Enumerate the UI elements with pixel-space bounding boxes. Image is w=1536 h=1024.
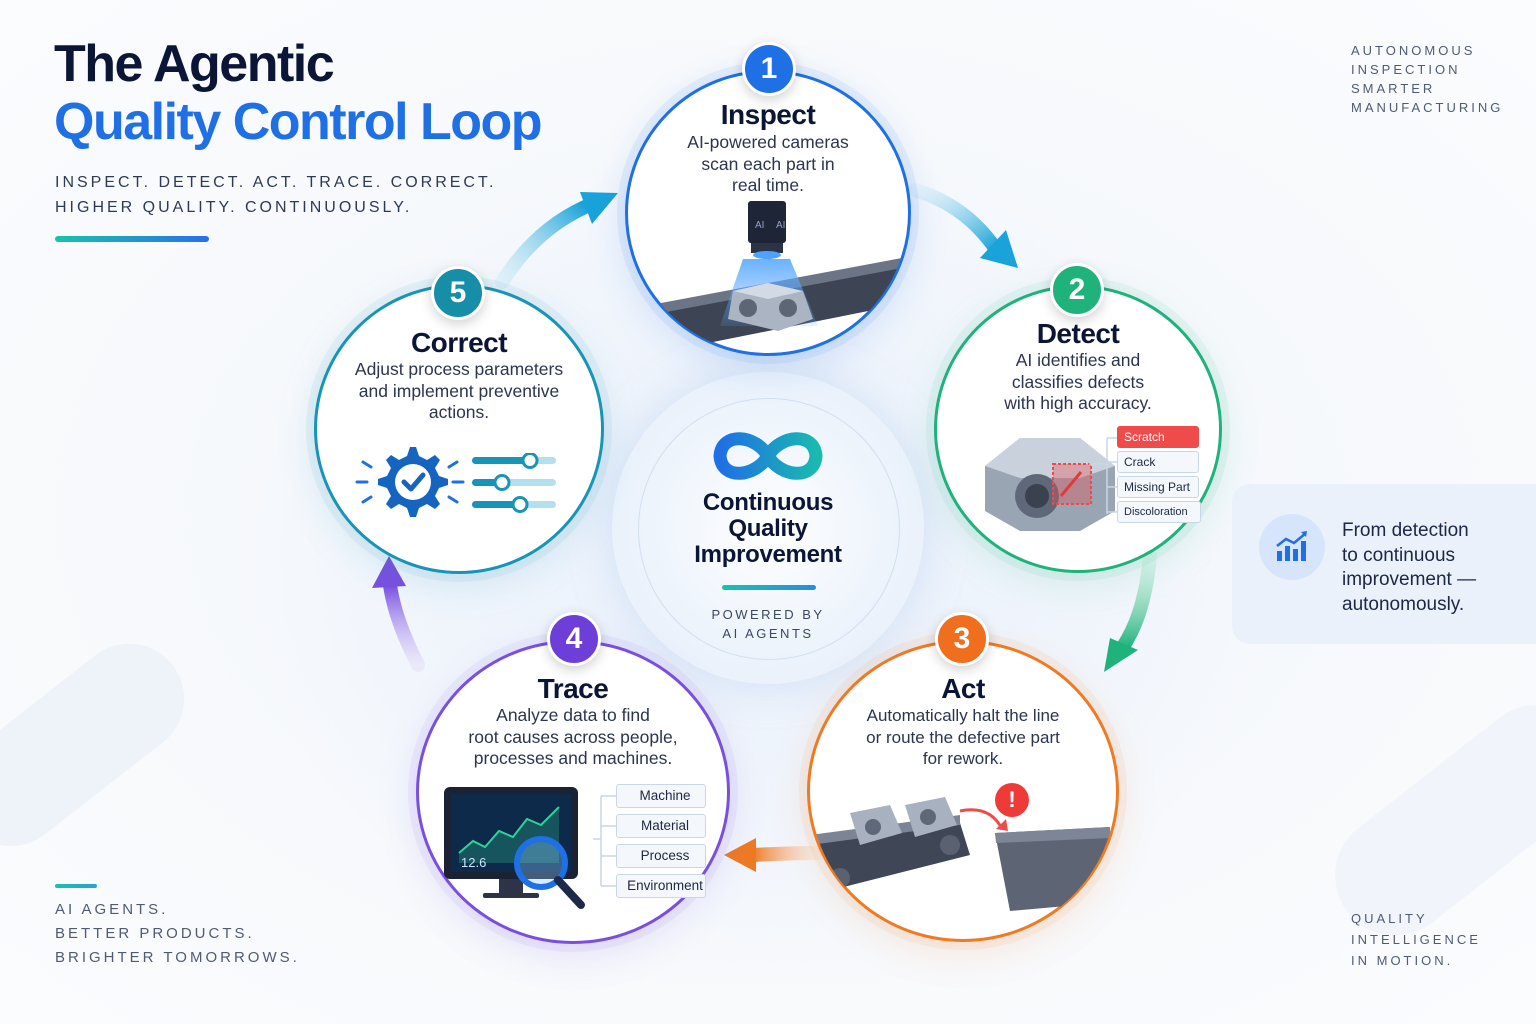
cause-connector-lines [593, 795, 619, 887]
cause-label-environment: Environment [616, 874, 706, 898]
defect-part-illustration [985, 438, 1115, 531]
step-title: Act [941, 673, 985, 704]
step-description: AI identifies and classifies defects wit… [937, 350, 1219, 415]
summary-line: From detection [1342, 520, 1469, 541]
top-right-caption: AUTONOMOUS INSPECTION SMARTER MANUFACTUR… [1351, 41, 1503, 117]
arrow-trace-to-correct [372, 556, 425, 672]
caption-line: INTELLIGENCE [1351, 932, 1481, 947]
title-accent-bar [55, 236, 209, 242]
caption-line: IN MOTION. [1351, 953, 1454, 968]
bottom-right-caption: QUALITY INTELLIGENCE IN MOTION. [1351, 908, 1481, 971]
desc-line: scan each part in [701, 153, 835, 174]
defect-label-crack: Crack [1117, 451, 1199, 473]
center-hub-ring [638, 398, 900, 660]
desc-line: classifies defects [1011, 371, 1145, 392]
step-description: AI-powered cameras scan each part in rea… [628, 132, 908, 197]
step-title: Inspect [720, 99, 816, 130]
camera-inspection-illustration [628, 201, 908, 354]
desc-line: for rework. [922, 749, 1004, 768]
step-title: Trace [537, 673, 609, 704]
step-description: Adjust process parameters and implement … [317, 359, 601, 424]
step-inspect: Inspect AI-powered cameras scan each par… [625, 70, 911, 356]
cause-label-material: Material [616, 814, 706, 838]
desc-line: Automatically halt the line [866, 706, 1060, 725]
desc-line: or route the defective part [866, 727, 1060, 747]
caption-line: QUALITY [1351, 911, 1428, 926]
step-number-badge: 4 [547, 612, 601, 666]
cause-label-machine: Machine [616, 784, 706, 808]
desc-line: AI identifies and [1015, 350, 1141, 370]
cause-label-process: Process [616, 844, 706, 868]
step-title: Correct [410, 327, 508, 358]
center-subtitle-line: POWERED BY [711, 607, 825, 622]
caption-line: MANUFACTURING [1351, 100, 1504, 115]
caption-line: AI AGENTS. [55, 901, 169, 918]
center-subtitle: POWERED BY AI AGENTS [640, 605, 896, 643]
step-detect: Detect AI identifies and classifies defe… [934, 285, 1222, 573]
tagline-line: INSPECT. DETECT. ACT. TRACE. CORRECT. [55, 174, 497, 191]
summary-line: autonomously. [1342, 593, 1465, 615]
center-title-line: Improvement [694, 541, 842, 568]
center-title-line: Continuous [702, 489, 834, 516]
monitor-value: 12.6 [461, 855, 487, 870]
step-number-badge: 3 [935, 612, 989, 666]
desc-line: root causes across people, [468, 726, 678, 747]
summary-line: to continuous [1342, 544, 1456, 566]
desc-line: Analyze data to find [496, 705, 650, 725]
step-act: Act Automatically halt the line or route… [807, 640, 1119, 942]
desc-line: actions. [428, 402, 490, 422]
bottom-left-accent-bar [55, 884, 97, 888]
summary-line: improvement — [1342, 569, 1477, 590]
step-correct: Correct Adjust process parameters and im… [314, 284, 604, 574]
desc-line: real time. [732, 175, 804, 195]
center-title-line: Quality [728, 515, 808, 542]
arrow-detect-to-act [1104, 548, 1157, 672]
center-accent-bar [722, 585, 816, 590]
arrow-inspect-to-detect [908, 183, 1018, 268]
sliders-icon [472, 453, 556, 513]
desc-line: Adjust process parameters [354, 359, 564, 379]
camera-label: AI [755, 220, 765, 231]
step-trace: Trace Analyze data to find root causes a… [416, 640, 730, 944]
tagline-line: HIGHER QUALITY. CONTINUOUSLY. [55, 199, 413, 216]
title-line-1: The Agentic [54, 35, 335, 93]
step-number-badge: 2 [1050, 263, 1104, 317]
gear-check-icon [355, 447, 465, 517]
desc-line: and implement preventive [358, 380, 560, 401]
caption-line: BRIGHTER TOMORROWS. [55, 949, 300, 966]
step-description: Automatically halt the line or route the… [810, 705, 1116, 770]
halt-and-reroute-illustration [810, 797, 1110, 911]
growth-chart-icon [1259, 514, 1325, 580]
infinity-icon [713, 432, 823, 480]
arrow-act-to-trace [724, 838, 827, 872]
caption-line: INSPECTION [1351, 62, 1461, 77]
defect-connector-lines [1089, 437, 1117, 514]
step-number-badge: 5 [431, 266, 485, 320]
tagline: INSPECT. DETECT. ACT. TRACE. CORRECT. HI… [55, 170, 496, 220]
defect-label-scratch: Scratch [1117, 426, 1199, 448]
step-title: Detect [1036, 318, 1120, 349]
desc-line: AI-powered cameras [687, 132, 849, 152]
title-line-2: Quality Control Loop [54, 93, 543, 151]
alert-icon: ! [995, 783, 1029, 817]
step-description: Analyze data to find root causes across … [419, 705, 727, 770]
desc-line: with high accuracy. [1004, 393, 1152, 413]
page-title: The Agentic Quality Control Loop [54, 35, 543, 151]
center-title: Continuous Quality Improvement [640, 490, 896, 568]
defect-label-missing-part: Missing Part [1117, 476, 1199, 498]
caption-line: BETTER PRODUCTS. [55, 925, 255, 942]
caption-line: AUTONOMOUS [1351, 43, 1476, 58]
arrow-correct-to-inspect [495, 192, 618, 289]
bottom-left-caption: AI AGENTS. BETTER PRODUCTS. BRIGHTER TOM… [55, 898, 300, 970]
camera-label: AI [776, 220, 786, 231]
step-number-badge: 1 [742, 42, 796, 96]
defect-label-discoloration: Discoloration [1117, 501, 1201, 523]
desc-line: processes and machines. [473, 748, 673, 768]
summary-text: From detection to continuous improvement… [1342, 519, 1476, 617]
analytics-monitor-illustration [444, 787, 585, 909]
caption-line: SMARTER [1351, 81, 1436, 96]
center-subtitle-line: AI AGENTS [722, 626, 814, 641]
